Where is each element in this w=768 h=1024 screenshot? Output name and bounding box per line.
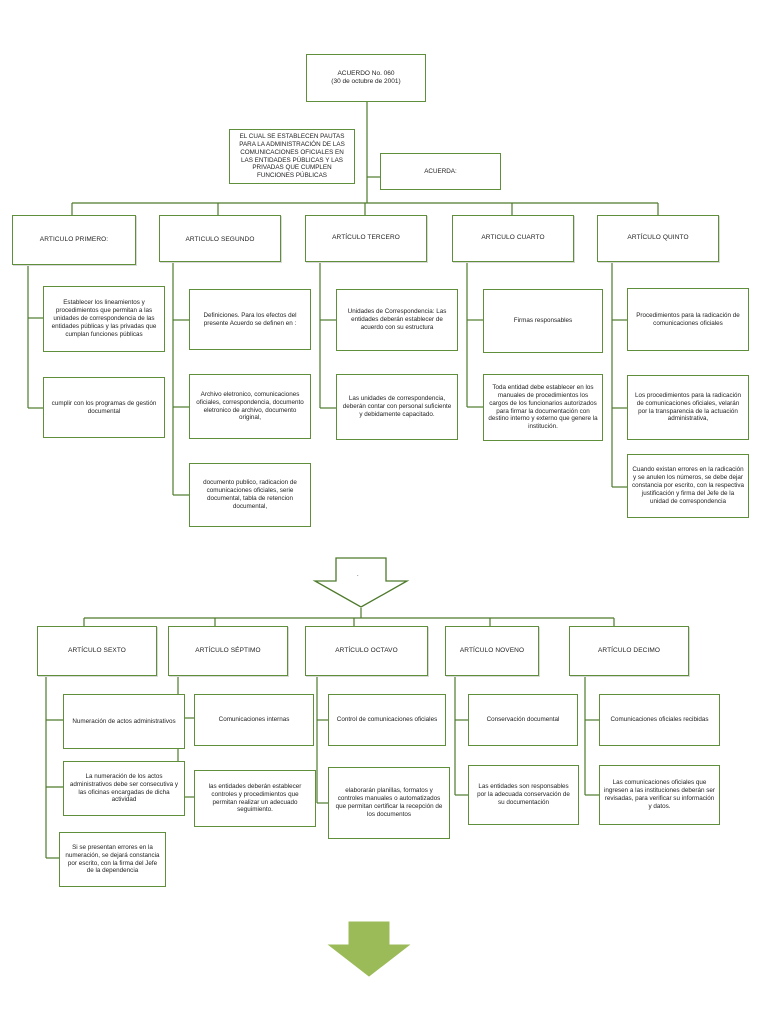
down-arrow-outline-icon	[312, 557, 410, 608]
articulo-noveno-item-2: Las entidades son responsables por la ad…	[468, 765, 579, 825]
articulo-cuarto-item-1: Firmas responsables	[483, 289, 603, 353]
arrow-label: .	[357, 572, 359, 578]
articulo-octavo-item-1: Control de comunicaciones oficiales	[328, 694, 446, 746]
acuerdo-description: EL CUAL SE ESTABLECEN PAUTAS PARA LA ADM…	[229, 129, 355, 184]
articulo-segundo-item-1: Definiciones. Para los efectos del prese…	[189, 289, 311, 350]
articulo-cuarto-item-2: Toda entidad debe establecer en los manu…	[483, 374, 603, 441]
acuerda-box: ACUERDA:	[380, 153, 501, 190]
articulo-noveno-item-1: Conservación documental	[468, 694, 578, 746]
articulo-septimo-item-2: las entidades deberán establecer control…	[194, 770, 316, 827]
articulo-segundo-item-3: documento publico, radicacion de comunic…	[189, 463, 311, 527]
articulo-decimo-header: ARTÍCULO DECIMO	[569, 626, 689, 676]
articulo-noveno-header: ARTÍCULO NOVENO	[445, 626, 539, 676]
articulo-sexto-item-1: Numeración de actos administrativos	[63, 694, 185, 749]
articulo-octavo-item-2: elaborarán planillas, formatos y control…	[328, 767, 450, 839]
articulo-octavo-header: ARTÍCULO OCTAVO	[305, 626, 428, 676]
articulo-sexto-item-2: La numeración de los actos administrativ…	[63, 761, 185, 816]
articulo-tercero-header: ARTÍCULO TERCERO	[305, 215, 427, 262]
articulo-quinto-item-1: Procedimientos para la radicación de com…	[627, 288, 749, 351]
acuerdo-date: (30 de octubre de 2001)	[331, 78, 401, 85]
articulo-quinto-item-3: Cuando existan errores en la radicación …	[627, 454, 749, 518]
acuerdo-title-box: ACUERDO No. 060 (30 de octubre de 2001)	[306, 54, 426, 102]
articulo-tercero-item-1: Unidades de Correspondencia: Las entidad…	[336, 289, 458, 351]
acuerdo-title: ACUERDO No. 060	[337, 69, 395, 77]
articulo-septimo-header: ARTÍCULO SÉPTIMO	[168, 626, 288, 676]
articulo-septimo-item-1: Comunicaciones internas	[194, 694, 314, 746]
articulo-tercero-item-2: Las unidades de correspondencia, deberán…	[336, 374, 458, 440]
articulo-segundo-header: ARTICULO SEGUNDO	[159, 215, 281, 262]
articulo-sexto-header: ARTÍCULO SEXTO	[37, 626, 157, 676]
articulo-segundo-item-2: Archivo eletronico, comunicaciones ofici…	[189, 374, 311, 439]
articulo-decimo-item-2: Las comunicaciones oficiales que ingrese…	[599, 765, 720, 825]
articulo-primero-header: ARTICULO PRIMERO:	[12, 215, 136, 265]
down-arrow-solid-icon	[327, 921, 411, 977]
articulo-quinto-header: ARTÍCULO QUINTO	[597, 215, 719, 262]
articulo-sexto-item-3: Si se presentan errores en la numeración…	[59, 832, 166, 887]
articulo-primero-item-2: cumplir con los programas de gestión doc…	[43, 377, 165, 438]
articulo-decimo-item-1: Comunicaciones oficiales recibidas	[599, 694, 720, 746]
articulo-primero-item-1: Establecer los lineamientos y procedimie…	[43, 286, 165, 352]
articulo-quinto-item-2: Los procedimientos para la radicación de…	[627, 375, 749, 440]
articulo-cuarto-header: ARTICULO CUARTO	[452, 215, 574, 262]
